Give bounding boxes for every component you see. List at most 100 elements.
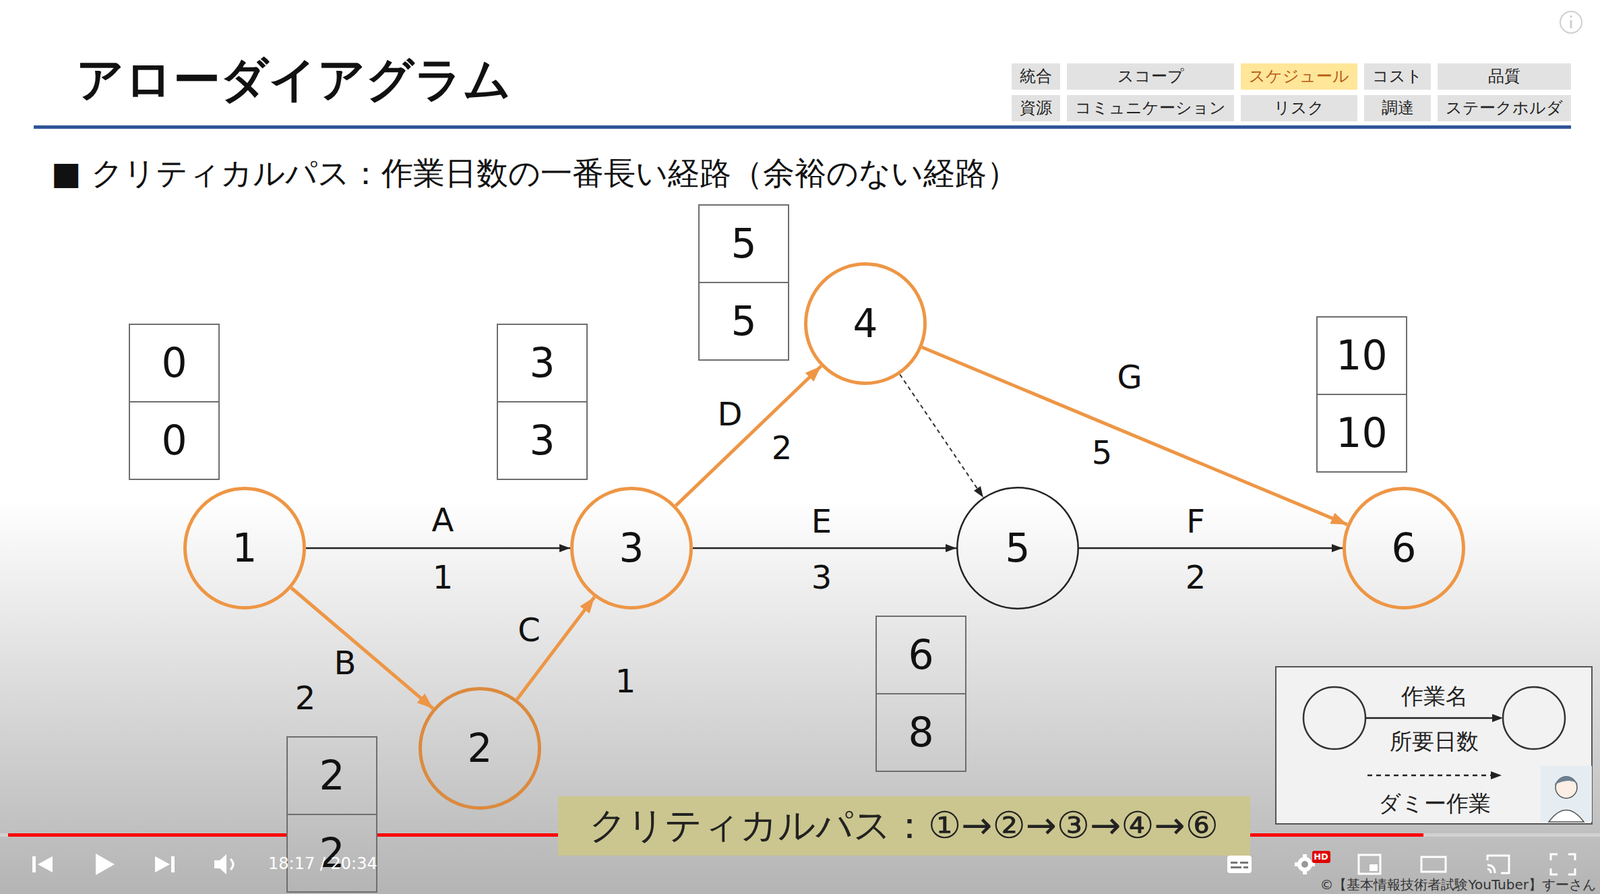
time-value: 8 <box>907 709 934 756</box>
caption-band: クリティカルパス：①→②→③→④→⑥ <box>558 795 1251 856</box>
event-number: 3 <box>619 525 645 571</box>
time-value: 3 <box>529 339 555 387</box>
legend-text: 所要日数 <box>1389 728 1479 755</box>
time-box: 33 <box>496 323 588 480</box>
tab-label: 資源 <box>1019 99 1053 118</box>
tab-label: 品質 <box>1488 67 1521 87</box>
circle-shape <box>420 688 540 809</box>
activity-arrow <box>675 365 822 506</box>
tab-label: コミュニケーション <box>1074 99 1226 118</box>
activity-arrow <box>305 547 571 550</box>
event-circle: 1 <box>183 486 306 610</box>
duration: 1 <box>432 558 454 596</box>
info-icon <box>1560 11 1582 34</box>
duration: 2 <box>295 679 317 717</box>
time-cell: 3 <box>498 324 587 402</box>
time-cell: 5 <box>699 205 788 282</box>
time-value: 6 <box>907 631 934 679</box>
activity-name: A <box>432 501 455 539</box>
event-number: 5 <box>1005 525 1031 571</box>
tab-label: 統合 <box>1019 67 1053 87</box>
time-box: 10 10 <box>1316 316 1408 473</box>
tab-label: コスト <box>1372 67 1423 87</box>
category-tab: コミュニケーション <box>1066 95 1235 122</box>
event-circle: 4 <box>804 262 927 385</box>
event-circle: 2 <box>418 686 542 810</box>
category-tab: コスト <box>1364 63 1431 90</box>
category-tab: リスク <box>1240 95 1358 122</box>
activity-arrow <box>692 547 957 550</box>
hd-badge: HD <box>1313 851 1329 863</box>
caption-text: クリティカルパス：①→②→③→④→⑥ <box>589 804 1219 847</box>
tab-label: リスク <box>1273 99 1325 118</box>
time-value: 5 <box>730 220 757 267</box>
time-box: 68 <box>875 615 967 772</box>
time-value: 5 <box>730 297 757 345</box>
category-tab: 品質 <box>1437 63 1572 90</box>
duration: 5 <box>1091 434 1113 472</box>
tab-label: スケジュール <box>1248 67 1350 87</box>
activity-name: F <box>1186 502 1206 540</box>
time-value: 3 <box>529 417 555 464</box>
event-number: 6 <box>1391 525 1417 571</box>
tab-label: スコープ <box>1117 67 1185 87</box>
event-number: 1 <box>232 525 258 571</box>
circle-shape <box>185 488 305 608</box>
activity-name: C <box>517 611 541 649</box>
time-cell: 6 <box>876 616 966 693</box>
circle-shape <box>957 487 1079 609</box>
title-underline <box>33 125 1572 129</box>
category-tab: ステークホルダ <box>1437 95 1572 122</box>
time-cell: 10 <box>1317 317 1406 394</box>
legend-text: 作業名 <box>1401 683 1468 710</box>
video-time: 18:17 / 20:34 <box>268 854 378 874</box>
time-cell: 2 <box>287 737 377 814</box>
activity-name: B <box>334 644 357 682</box>
duration: 2 <box>1185 558 1207 596</box>
event-circle: 5 <box>956 486 1080 610</box>
activity-name: G <box>1116 358 1142 396</box>
duration: 1 <box>615 662 637 700</box>
duration: 2 <box>771 429 793 467</box>
circle-shape <box>1344 488 1464 608</box>
time-cell: 0 <box>130 324 219 402</box>
activity-arrow <box>516 597 595 700</box>
time-box: 00 <box>128 323 220 480</box>
category-tab: 統合 <box>1011 63 1061 90</box>
time-value: 10 <box>1335 332 1388 379</box>
time-cell: 2 <box>287 813 377 891</box>
time-value: 10 <box>1335 409 1388 457</box>
watermark: ©【基本情報技術者試験YouTuber】すーさん <box>1319 876 1596 893</box>
time-cell: 5 <box>699 281 788 360</box>
event-circle: 6 <box>1342 486 1466 610</box>
event-number: 4 <box>853 301 879 347</box>
time-box: 55 <box>698 204 790 361</box>
category-tab: 資源 <box>1011 95 1061 122</box>
activity-name: E <box>811 502 832 540</box>
activity-arrow <box>1079 547 1343 550</box>
time-cell: 0 <box>130 401 219 479</box>
category-tab: スコープ <box>1066 63 1235 90</box>
presenter-avatar <box>1540 765 1592 822</box>
time-value: 0 <box>161 417 187 464</box>
legend-text: ダミー作業 <box>1378 790 1491 817</box>
time-value: 0 <box>161 339 187 387</box>
tab-label: 調達 <box>1381 99 1414 118</box>
time-cell: 3 <box>498 401 587 479</box>
time-value: 2 <box>318 752 345 799</box>
tab-label: ステークホルダ <box>1445 99 1563 118</box>
circle-shape <box>806 264 926 384</box>
time-cell: 10 <box>1317 393 1406 472</box>
duration: 3 <box>811 558 833 596</box>
activity-name: D <box>717 395 743 433</box>
category-tab: 調達 <box>1364 95 1431 122</box>
bullet-heading: ■ クリティカルパス：作業日数の一番長い経路（余裕のない経路） <box>51 155 1019 192</box>
activity-arrow <box>921 347 1348 525</box>
circle-shape <box>572 488 692 608</box>
event-number: 2 <box>467 725 493 772</box>
page-title: アローダイアグラム <box>76 52 512 108</box>
time-cell: 8 <box>876 692 966 771</box>
event-circle: 3 <box>570 486 693 610</box>
